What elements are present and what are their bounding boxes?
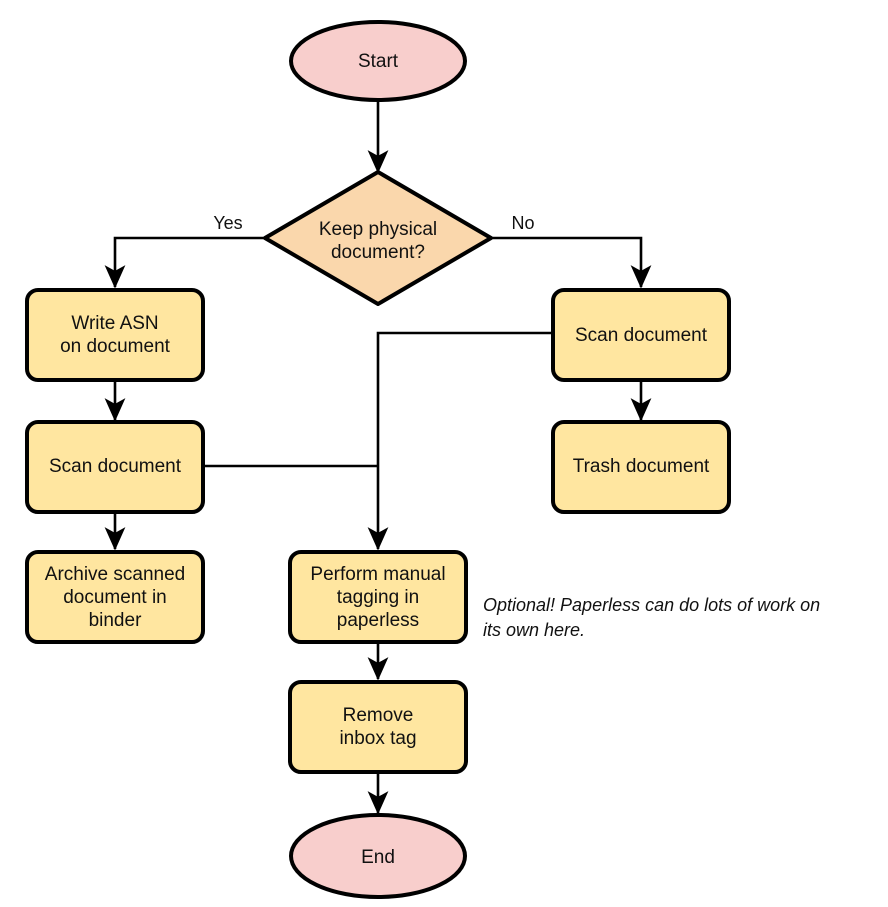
node-archive-label-line2: document in <box>63 587 167 608</box>
node-remove-inbox-label-line1: Remove <box>343 705 414 726</box>
node-archive-label-line3: binder <box>89 610 142 631</box>
node-write-asn-label-line2: on document <box>60 336 171 357</box>
edge-decision-yes-to-write-asn <box>104 236 265 289</box>
node-perform-manual-tagging[interactable]: Perform manual tagging in paperless <box>288 550 468 644</box>
node-decision-keep-physical-document[interactable]: Keep physical document? <box>263 170 493 306</box>
node-decision-label-line1: Keep physical <box>319 219 437 240</box>
node-archive-label-line1: Archive scanned <box>45 564 185 585</box>
node-scan-document-left[interactable]: Scan document <box>25 420 205 514</box>
node-start-label: Start <box>358 51 399 72</box>
node-scan-document-left-label: Scan document <box>49 456 182 477</box>
edge-decision-no-to-scan-right <box>491 236 652 289</box>
node-archive-scanned-document[interactable]: Archive scanned document in binder <box>25 550 205 644</box>
annotation-line2: its own here. <box>483 620 585 640</box>
node-trash-document-label: Trash document <box>573 456 710 477</box>
node-end-label: End <box>361 847 395 868</box>
node-decision-label-line2: document? <box>331 242 425 263</box>
node-scan-document-right[interactable]: Scan document <box>551 288 731 382</box>
edge-label-no: No <box>511 213 534 233</box>
node-end[interactable]: End <box>289 813 467 899</box>
node-scan-document-right-label: Scan document <box>575 325 708 346</box>
node-trash-document[interactable]: Trash document <box>551 420 731 514</box>
node-remove-inbox-tag[interactable]: Remove inbox tag <box>288 680 468 774</box>
edge-scan-right-to-tagging <box>367 331 553 551</box>
annotation-optional-paperless: Optional! Paperless can do lots of work … <box>483 595 820 640</box>
node-tagging-label-line3: paperless <box>337 610 419 631</box>
annotation-line1: Optional! Paperless can do lots of work … <box>483 595 820 615</box>
node-tagging-label-line1: Perform manual <box>310 564 445 585</box>
node-remove-inbox-label-line2: inbox tag <box>339 728 416 749</box>
node-write-asn-label-line1: Write ASN <box>71 313 158 334</box>
edge-label-yes: Yes <box>213 213 242 233</box>
node-start[interactable]: Start <box>289 20 467 102</box>
node-write-asn-on-document[interactable]: Write ASN on document <box>25 288 205 382</box>
node-tagging-label-line2: tagging in <box>337 587 419 608</box>
